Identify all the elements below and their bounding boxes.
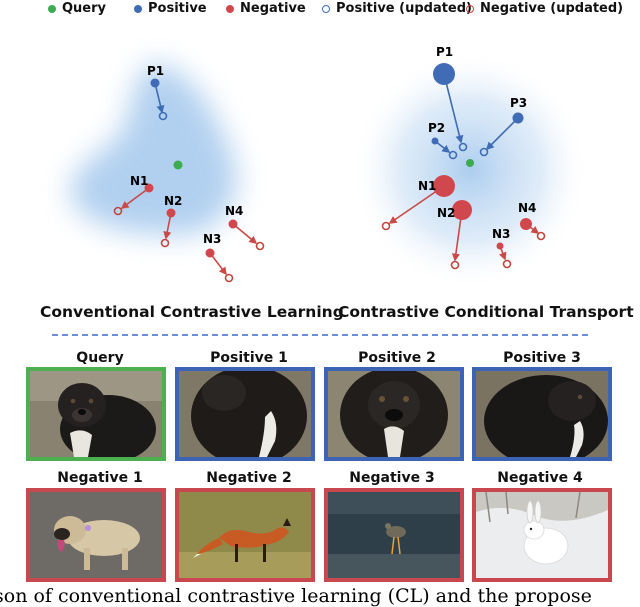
negative-1-image-label: Negative 1	[57, 470, 143, 486]
right-halo	[350, 50, 590, 290]
right-n3-label: N3	[492, 227, 510, 241]
left-n4-label: N4	[225, 204, 243, 218]
left-n3-point	[205, 248, 215, 258]
right-p3-updated	[479, 147, 489, 157]
left-halo	[70, 64, 237, 235]
right-n2-label: N2	[437, 206, 455, 220]
right-n1-label: N1	[418, 179, 436, 193]
right-p2-point	[431, 137, 439, 145]
left-n2-point	[166, 208, 176, 218]
right-p3-label: P3	[510, 96, 527, 110]
positive-marker-icon	[134, 4, 142, 13]
legend-item-positive: Positive	[134, 1, 207, 16]
left-panel-points: P1 N1 N2 N4 N3	[113, 64, 265, 283]
left-p1-updated	[158, 111, 168, 121]
legend-item-negative: Negative	[226, 1, 306, 16]
right-p1-label: P1	[436, 45, 453, 59]
negative-2-image	[175, 488, 315, 582]
right-n2-point	[452, 200, 472, 220]
right-p1-updated	[458, 142, 468, 152]
right-n4-updated	[536, 231, 546, 241]
right-p2-label: P2	[428, 121, 445, 135]
negative-3-image-label: Negative 3	[349, 470, 435, 486]
right-n3-updated	[502, 259, 512, 269]
negative-2-image-label: Negative 2	[206, 470, 292, 486]
legend-label: Query	[62, 1, 107, 16]
negative-updated-marker-icon	[466, 4, 474, 13]
right-n2-updated	[450, 260, 460, 270]
left-n4-point	[228, 219, 238, 229]
right-n4-label: N4	[518, 201, 536, 215]
figure-caption: son of conventional contrastive learning…	[0, 585, 592, 607]
left-panel-title: Conventional Contrastive Learning	[40, 303, 344, 321]
query-marker-icon	[48, 4, 56, 13]
legend-label: Negative (updated)	[480, 1, 624, 16]
left-n2-updated	[160, 238, 170, 248]
positive-1-image-label: Positive 1	[210, 350, 288, 366]
embedding-diagram: P1 N1 N2 N4 N3 P1 P2	[70, 45, 590, 290]
negative-4-image	[472, 488, 612, 582]
left-n1-label: N1	[130, 174, 148, 188]
negative-marker-icon	[226, 4, 234, 13]
positive-1-image	[175, 367, 315, 461]
left-query-point	[173, 160, 183, 170]
left-n2-label: N2	[164, 194, 182, 208]
positive-2-image-label: Positive 2	[358, 350, 436, 366]
right-p1-point	[433, 63, 455, 85]
legend-item-negative-updated: Negative (updated)	[466, 1, 623, 16]
left-n3-updated	[224, 273, 234, 283]
query-image	[26, 367, 166, 461]
left-p1-label: P1	[147, 64, 164, 78]
right-n3-point	[496, 242, 504, 250]
left-n1-point	[144, 183, 154, 193]
left-n1-updated	[113, 206, 123, 216]
legend-label: Positive (updated)	[336, 1, 472, 16]
positive-updated-marker-icon	[322, 4, 330, 13]
right-n4-point	[520, 218, 532, 230]
right-p2-updated	[448, 150, 458, 160]
negative-1-image	[26, 488, 166, 582]
right-panel-title: Contrastive Conditional Transport	[338, 303, 634, 321]
right-p3-point	[512, 112, 524, 124]
positive-3-image-label: Positive 3	[503, 350, 581, 366]
legend-item-query: Query	[48, 1, 106, 16]
legend-label: Negative	[240, 1, 306, 16]
left-p1-point	[150, 78, 160, 88]
legend: Query Positive Negative Positive (update…	[0, 0, 640, 22]
section-divider	[52, 334, 588, 336]
right-panel-points: P1 P2 P3 N1 N2 N4 N3	[381, 45, 546, 270]
positive-2-image	[324, 367, 464, 461]
left-n3-label: N3	[203, 232, 221, 246]
legend-label: Positive	[148, 1, 207, 16]
negative-3-image	[324, 488, 464, 582]
query-image-label: Query	[76, 350, 124, 366]
left-n4-updated	[255, 241, 265, 251]
right-query-point	[466, 159, 474, 167]
positive-3-image	[472, 367, 612, 461]
right-n1-point	[433, 175, 455, 197]
negative-4-image-label: Negative 4	[497, 470, 583, 486]
right-n1-updated	[381, 221, 391, 231]
legend-item-positive-updated: Positive (updated)	[322, 1, 472, 16]
